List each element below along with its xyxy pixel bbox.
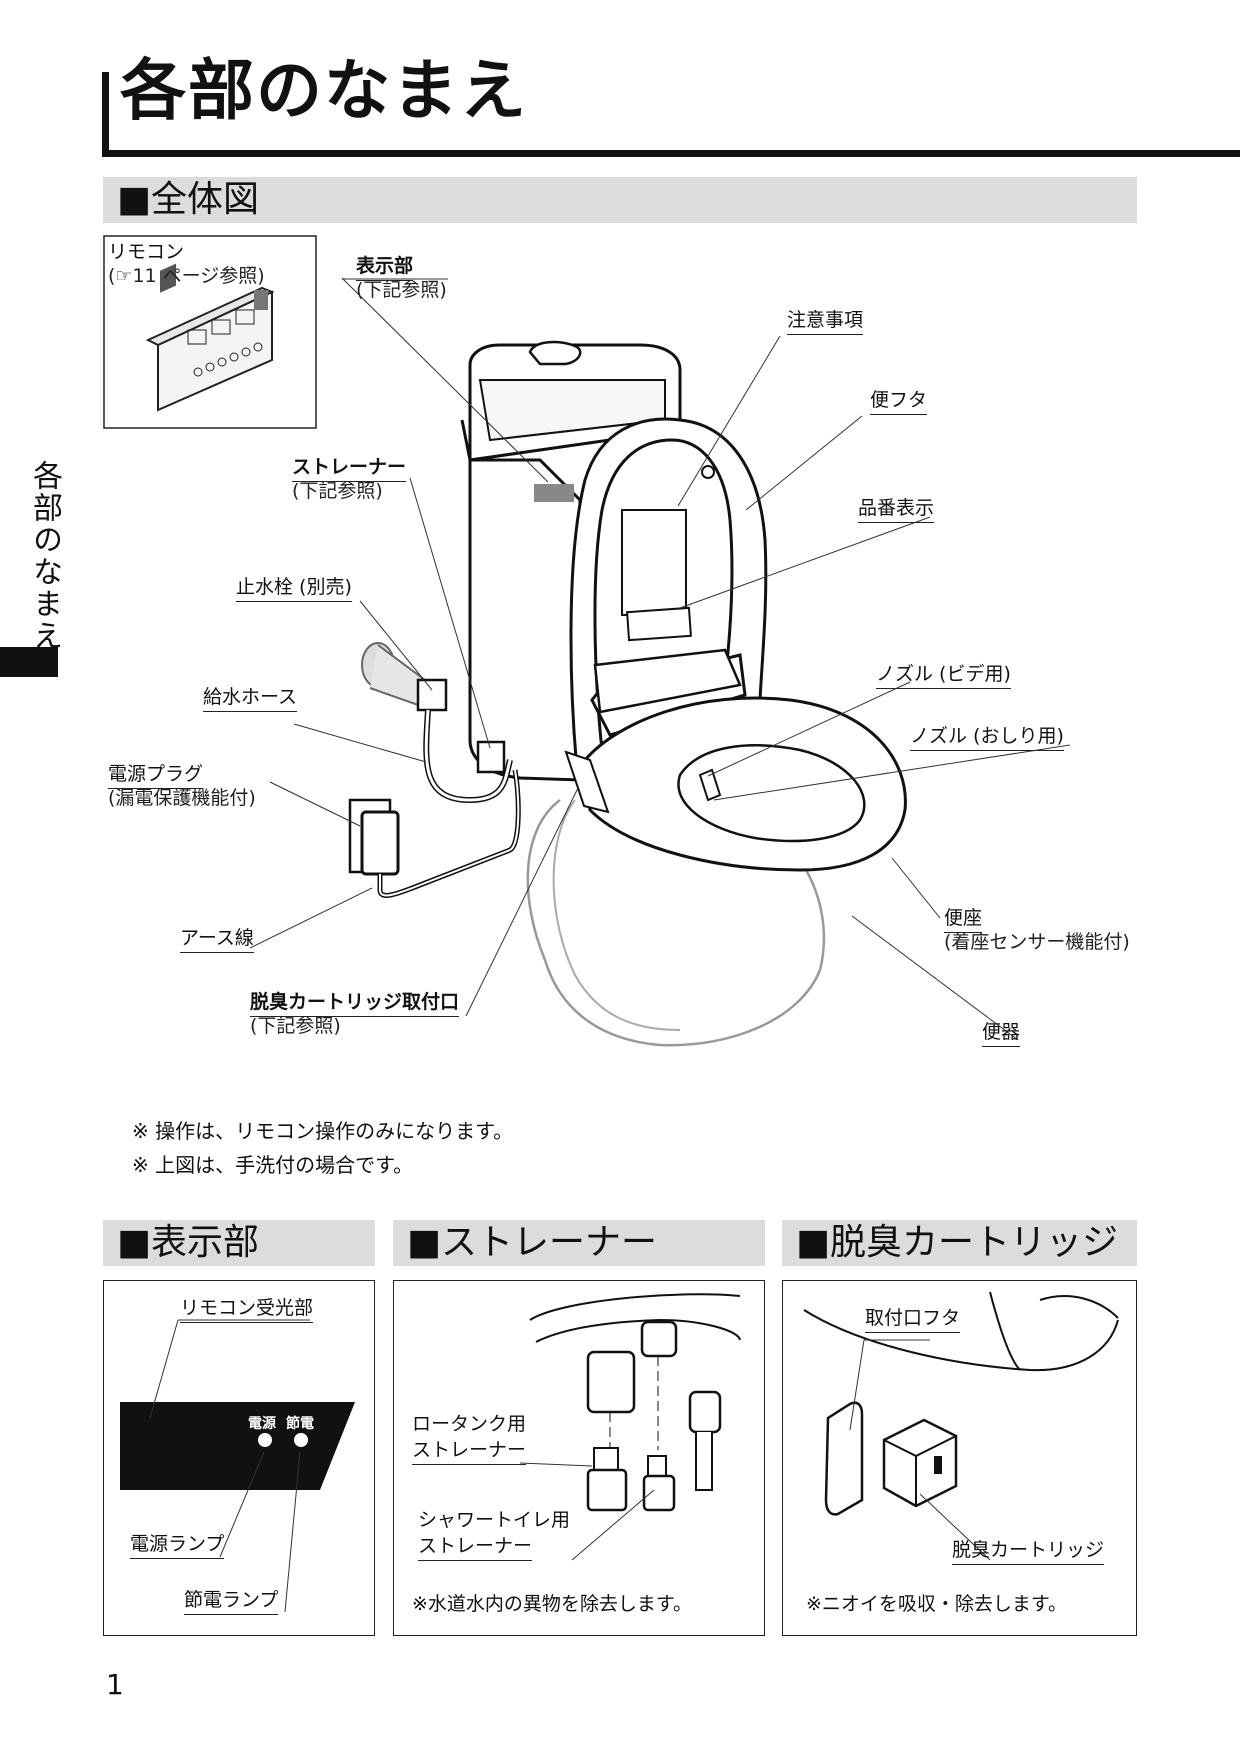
strainer-box (393, 1280, 765, 1636)
label-nozzle-bidet: ノズル (ビデ用) (876, 662, 1011, 689)
cartridge-heading: ■脱臭カートリッジ (782, 1220, 1137, 1266)
label-hose: 給水ホース (203, 685, 298, 712)
label-cartridge: 脱臭カートリッジ (952, 1538, 1105, 1565)
side-tab-marker (0, 647, 58, 677)
label-low-tank-strainer-2: ストレーナー (412, 1438, 527, 1465)
label-display-ref: (下記参照) (356, 279, 447, 301)
label-shower-strainer-2: ストレーナー (418, 1534, 533, 1561)
label-nozzle-oshiri: ノズル (おしり用) (910, 724, 1064, 751)
note-operation: ※ 操作は、リモコン操作のみになります。 (132, 1119, 514, 1143)
title-bar-vertical (102, 72, 109, 156)
panel-power-text: 電源 (248, 1416, 276, 1432)
cartridge-note: ※ニオイを吸収・除去します。 (806, 1593, 1068, 1615)
label-seat: 便座 (944, 906, 983, 933)
label-power-lamp: 電源ランプ (130, 1532, 225, 1559)
remote-title: リモコン (108, 241, 185, 263)
label-shower-strainer-1: シャワートイレ用 (418, 1509, 571, 1531)
side-tab-label: 各部のなまえ (27, 460, 62, 652)
strainer-heading: ■ストレーナー (393, 1220, 765, 1266)
label-power-plug-sub: (漏電保護機能付) (108, 787, 256, 809)
cartridge-box (782, 1280, 1137, 1636)
display-box (103, 1280, 375, 1636)
title-bar-horizontal (102, 150, 1240, 157)
label-cartridge-port-ref: (下記参照) (250, 1015, 341, 1037)
label-caution: 注意事項 (787, 308, 864, 335)
label-lid: 便フタ (870, 388, 928, 415)
page-number: 1 (106, 1668, 124, 1701)
label-save-lamp: 節電ランプ (184, 1588, 279, 1615)
label-valve: 止水栓 (別売) (236, 575, 352, 602)
label-strainer-ref: (下記参照) (292, 480, 383, 502)
label-seat-sub: (着座センサー機能付) (944, 931, 1130, 953)
label-cartridge-port: 脱臭カートリッジ取付口 (250, 990, 460, 1017)
page-title: 各部のなまえ (120, 52, 528, 129)
display-heading: ■表示部 (103, 1220, 375, 1266)
label-power-plug: 電源プラグ (108, 762, 204, 789)
label-earth-wire: アース線 (180, 926, 254, 953)
toilet-illustration (103, 235, 1071, 1047)
label-model-number: 品番表示 (858, 496, 935, 523)
label-display: 表示部 (356, 254, 414, 281)
note-handwash: ※ 上図は、手洗付の場合です。 (132, 1153, 414, 1177)
panel-save-text: 節電 (286, 1416, 314, 1432)
label-bowl: 便器 (982, 1020, 1021, 1047)
label-strainer: ストレーナー (292, 455, 407, 482)
label-port-lid: 取付口フタ (865, 1306, 961, 1333)
remote-ref: (☞11 ページ参照) (108, 265, 265, 287)
label-remote-receiver: リモコン受光部 (180, 1296, 314, 1323)
strainer-note: ※水道水内の異物を除去します。 (412, 1593, 693, 1615)
label-low-tank-strainer-1: ロータンク用 (412, 1413, 527, 1435)
overview-heading: ■全体図 (103, 177, 1137, 223)
